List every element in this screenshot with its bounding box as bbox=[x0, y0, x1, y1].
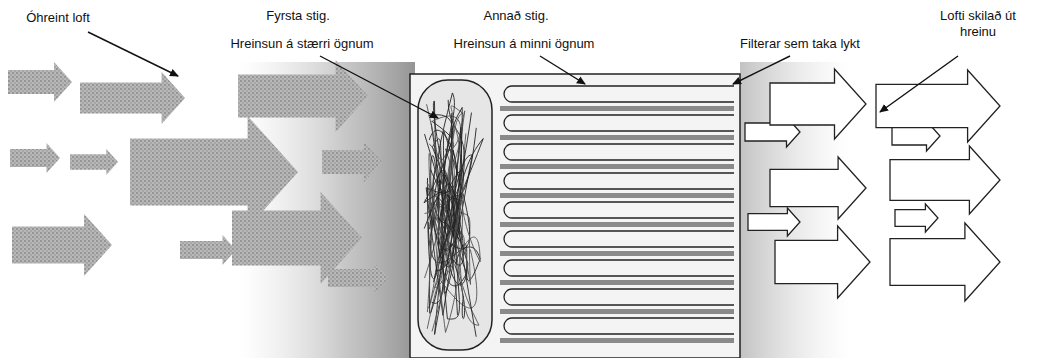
air-arrow bbox=[12, 214, 112, 276]
air-arrow bbox=[8, 62, 72, 102]
odour-filter-strip bbox=[500, 309, 734, 314]
label: Hreinsun á minni ögnum bbox=[454, 36, 595, 52]
dirty-air-arrows bbox=[8, 60, 388, 293]
tube bbox=[504, 144, 734, 160]
tube bbox=[504, 86, 734, 102]
clean-air-arrows bbox=[745, 69, 1000, 301]
tube bbox=[504, 260, 734, 276]
tube bbox=[504, 231, 734, 247]
fine-filter-tubes bbox=[500, 86, 734, 343]
odour-filter-strip bbox=[500, 106, 734, 111]
coarse-filter bbox=[418, 80, 492, 350]
air-arrow bbox=[890, 146, 1000, 214]
tube bbox=[504, 173, 734, 189]
air-arrow bbox=[328, 263, 388, 293]
odour-filter-strip bbox=[500, 251, 734, 256]
air-arrow bbox=[775, 226, 870, 298]
label: Annað stig. bbox=[483, 8, 548, 24]
air-arrow bbox=[890, 223, 1000, 301]
air-arrow bbox=[876, 70, 1000, 142]
tube bbox=[504, 289, 734, 305]
air-arrow bbox=[770, 157, 866, 219]
odour-filter-strip bbox=[500, 280, 734, 285]
label: Hreinsun á stærri ögnum bbox=[230, 36, 373, 52]
label: Fyrsta stig. bbox=[266, 8, 330, 24]
fibre bbox=[424, 113, 471, 258]
tube bbox=[504, 318, 734, 334]
air-arrow bbox=[80, 72, 185, 124]
air-arrow bbox=[70, 149, 118, 175]
odour-filter-strip bbox=[500, 164, 734, 169]
air-arrow bbox=[180, 235, 236, 265]
odour-filter-strip bbox=[500, 135, 734, 140]
air-arrow bbox=[10, 143, 60, 173]
fibre bbox=[430, 107, 462, 303]
coarse-fibres bbox=[424, 93, 483, 337]
label: Filterar sem taka lykt bbox=[740, 36, 860, 52]
air-arrow bbox=[748, 208, 800, 236]
odour-filter-strip bbox=[500, 193, 734, 198]
odour-filter-strip bbox=[500, 338, 734, 343]
air-arrow bbox=[322, 142, 382, 182]
label: Óhreint loft bbox=[26, 10, 90, 26]
fibre bbox=[427, 104, 453, 251]
air-arrow bbox=[770, 69, 866, 139]
fibre bbox=[428, 222, 480, 319]
tube bbox=[504, 202, 734, 218]
leader-lines bbox=[88, 32, 958, 118]
filter-housing bbox=[410, 74, 740, 358]
tube bbox=[504, 115, 734, 131]
odour-filter-strip bbox=[500, 222, 734, 227]
label: Lofti skilað út hreinu bbox=[928, 8, 1028, 40]
fibre bbox=[430, 199, 480, 331]
air-arrow bbox=[895, 204, 938, 232]
